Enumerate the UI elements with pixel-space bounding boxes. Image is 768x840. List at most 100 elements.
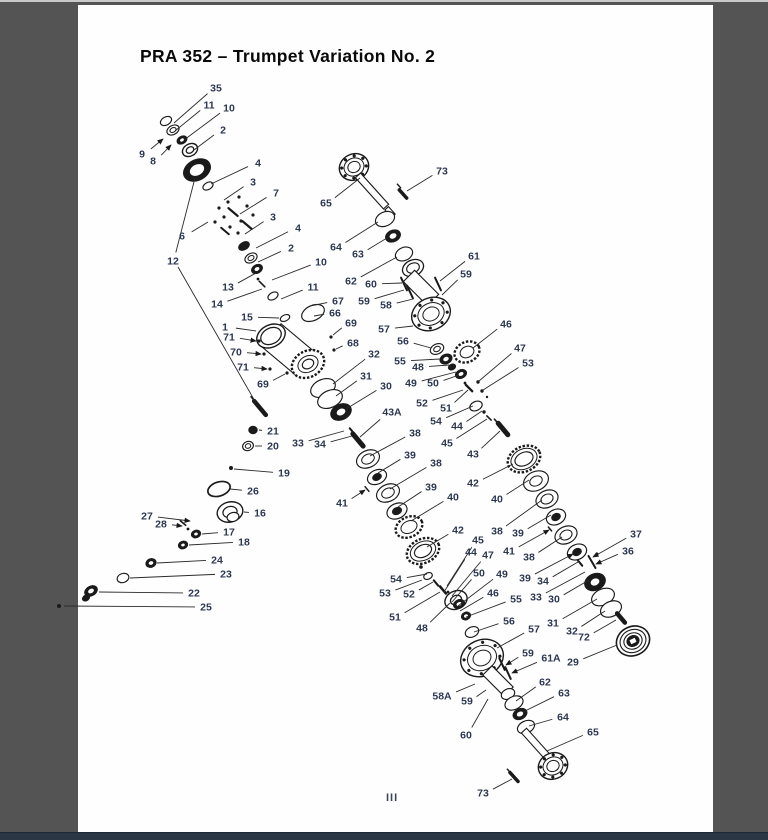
leader-line (394, 325, 414, 329)
part-number-label: 44 (451, 421, 463, 433)
leader-line (397, 491, 422, 508)
leader-line (592, 537, 627, 558)
part-shape (251, 263, 263, 275)
part-number-label: 46 (487, 588, 499, 600)
part-shape (397, 188, 409, 200)
leader-line (237, 272, 257, 284)
leader-line (410, 358, 441, 362)
part-shape (186, 527, 190, 531)
part-shape (460, 611, 472, 621)
leader-line (552, 561, 579, 578)
leader-line (406, 174, 433, 192)
part-shape (213, 220, 217, 224)
leader-line (369, 436, 406, 457)
part-number-label: 15 (241, 312, 253, 324)
leader-line (593, 619, 617, 634)
leader-line (505, 656, 519, 666)
part-shape (217, 206, 221, 210)
leader-line (389, 466, 427, 490)
part-number-label: 59 (522, 648, 534, 660)
part-number-label: 64 (330, 242, 342, 254)
part-number-label: 36 (622, 546, 634, 558)
part-number-label: 54 (390, 574, 402, 586)
part-shape (375, 483, 401, 503)
part-shape (285, 371, 289, 375)
part-number-label: 43A (382, 407, 402, 419)
part-shape (220, 226, 230, 236)
part-number-label: 28 (155, 519, 167, 531)
part-number-label: 17 (223, 527, 235, 539)
part-shape (506, 768, 512, 774)
part-shape (423, 571, 433, 581)
part-number-label: 39 (519, 573, 531, 585)
leader-line (255, 231, 289, 249)
leader-line (235, 327, 257, 332)
leader-line (332, 327, 343, 336)
part-shape (576, 559, 584, 567)
part-shape (226, 511, 240, 523)
part-number-label: 59 (461, 696, 473, 708)
leader-line (515, 686, 537, 702)
leader-line (563, 579, 590, 596)
part-number-label: 23 (220, 569, 232, 581)
leader-line (455, 683, 476, 693)
part-number-label: 40 (447, 492, 459, 504)
part-shape (413, 543, 433, 559)
leader-line (421, 371, 457, 382)
leader-line (191, 221, 209, 233)
leader-line (188, 542, 234, 546)
part-shape (432, 579, 440, 587)
part-number-label: 34 (314, 439, 326, 451)
part-shape (350, 431, 366, 449)
leader-line (246, 350, 262, 357)
part-number-label: 52 (403, 589, 415, 601)
leader-line (174, 109, 201, 132)
part-number-label: 19 (278, 468, 290, 480)
part-shape (354, 172, 390, 210)
part-shape (257, 339, 261, 343)
part-number-label: 70 (230, 347, 242, 359)
part-shape (238, 241, 250, 251)
leader-line (396, 298, 414, 304)
leader-line (374, 289, 405, 300)
part-number-label: 11 (203, 100, 214, 112)
part-number-label: 41 (336, 498, 348, 510)
leader-line (472, 328, 498, 349)
leader-line (432, 389, 464, 401)
leader-line (173, 93, 208, 124)
part-number-label: 62 (539, 677, 551, 689)
leader-line (545, 571, 586, 594)
leader-line (280, 289, 303, 300)
part-number-label: 49 (496, 569, 508, 581)
leader-line (177, 266, 257, 404)
part-shape (183, 158, 211, 182)
leader-line (404, 591, 441, 614)
part-shape (504, 666, 512, 680)
part-number-label: 9 (139, 149, 145, 161)
leader-line (595, 553, 618, 565)
part-number-label: 58 (380, 300, 392, 312)
viewer-top-strip (0, 0, 768, 2)
part-shape (486, 415, 492, 421)
part-shape (177, 540, 189, 550)
part-number-label: 73 (477, 788, 489, 800)
part-shape (81, 594, 91, 602)
part-number-label: 4 (295, 223, 301, 235)
part-number-label: 45 (441, 438, 453, 450)
leader-line (345, 221, 379, 243)
part-shape (554, 525, 578, 545)
part-shape (429, 343, 445, 355)
part-number-label: 61A (541, 653, 561, 665)
leader-line (129, 573, 216, 579)
part-shape (452, 598, 466, 610)
part-number-label: 13 (222, 282, 234, 294)
leader-line (257, 251, 282, 263)
part-number-label: 34 (537, 576, 549, 588)
leader-line (330, 435, 353, 443)
part-number-label: 56 (503, 616, 515, 628)
leader-line (446, 405, 474, 419)
part-shape (228, 225, 232, 229)
part-shape (400, 276, 408, 292)
part-shape (547, 526, 553, 532)
